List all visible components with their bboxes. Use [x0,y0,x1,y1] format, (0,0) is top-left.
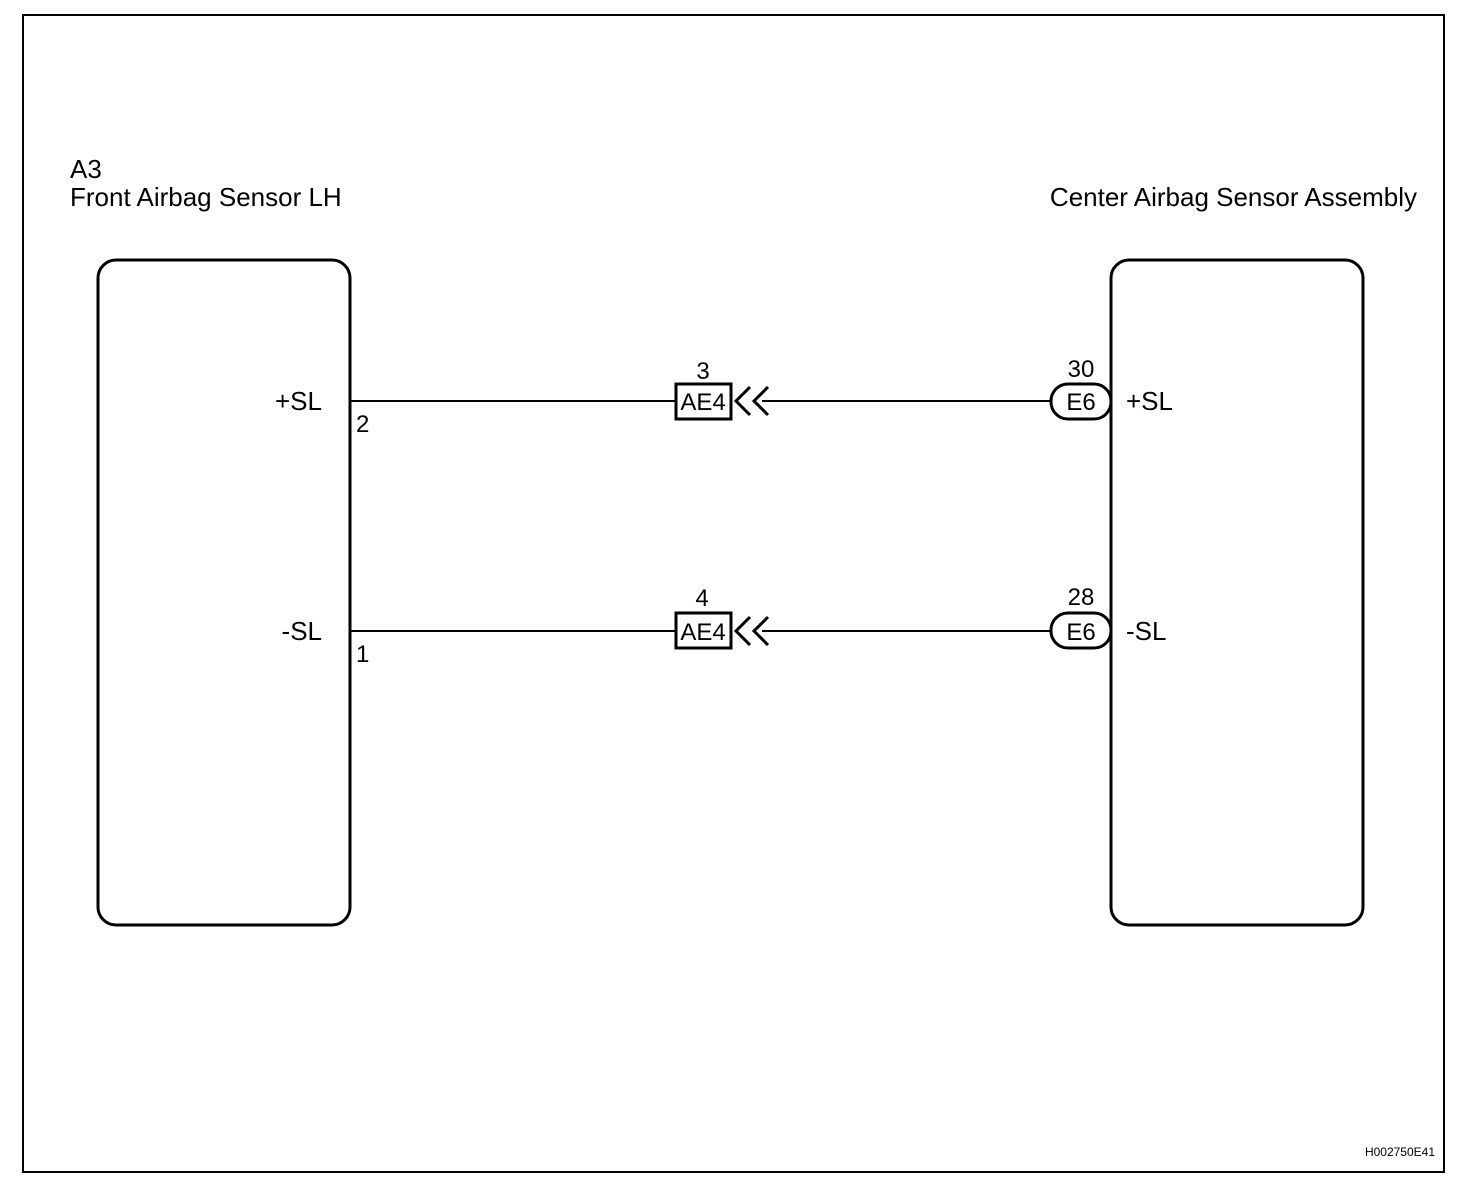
figure-id: H002750E41 [1365,1145,1435,1159]
left-component-box [96,258,352,927]
left-pin-number-1: 1 [356,641,369,668]
junction-pin-number-4: 4 [695,585,708,612]
right-pin-label-plus-sl: +SL [1126,386,1173,416]
right-component-box [1109,258,1365,927]
right-pin-number-28: 28 [1068,584,1095,611]
junction-connector-box-2 [674,611,733,650]
right-connector-label-2: E6 [1066,619,1095,646]
right-pin-number-30: 30 [1068,356,1095,383]
junction-pin-number-3: 3 [696,358,709,385]
right-component-name: Center Airbag Sensor Assembly [1050,182,1417,212]
left-component-code: A3 [70,154,102,184]
junction-connector-label-2: AE4 [680,619,725,646]
right-pin-label-minus-sl: -SL [1126,616,1166,646]
right-connector-oval-1 [1049,382,1113,421]
connector-arrow-icon [733,615,770,647]
left-pin-number-2: 2 [356,411,369,438]
diagram-frame [22,14,1445,1173]
connector-arrow-icon [733,385,770,417]
junction-connector-box-1 [674,382,733,421]
left-pin-label-plus-sl: +SL [275,386,322,416]
left-pin-label-minus-sl: -SL [282,616,322,646]
left-component-name: Front Airbag Sensor LH [70,182,342,212]
right-connector-label-1: E6 [1066,389,1095,416]
junction-connector-label-1: AE4 [680,389,725,416]
right-connector-oval-2 [1049,611,1113,650]
